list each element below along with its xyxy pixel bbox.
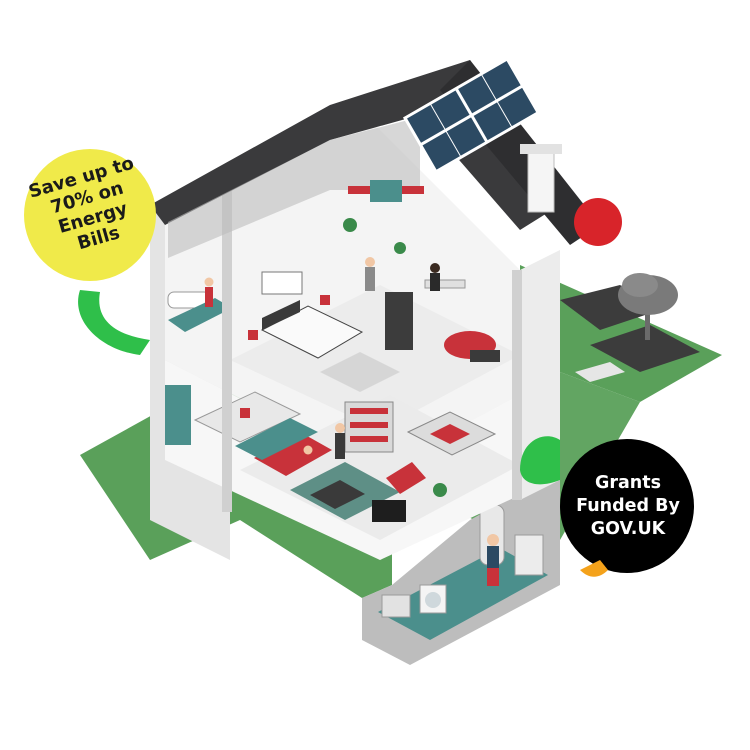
wall-art-icon xyxy=(261,271,303,295)
washer-door xyxy=(425,592,441,608)
table-runner xyxy=(430,424,470,444)
grants-line-3: GOV.UK xyxy=(590,519,666,539)
floor-upper xyxy=(230,285,520,430)
bathroom-floor xyxy=(168,298,232,332)
green-swoosh-icon xyxy=(78,290,150,355)
lamp-icon xyxy=(320,295,330,305)
kitchen-floor xyxy=(235,418,318,460)
duct-pipe xyxy=(402,186,424,194)
ventilation-unit-icon xyxy=(370,180,402,202)
plant-icon xyxy=(343,218,357,232)
chimney-cap xyxy=(520,144,562,154)
wall-column xyxy=(512,270,522,500)
solar-panel-icon xyxy=(402,56,541,174)
books xyxy=(350,422,388,428)
armchair-icon xyxy=(386,462,426,494)
worker-body xyxy=(487,546,499,568)
wardrobe-icon xyxy=(385,292,413,350)
grants-badge-text: Grants Funded By GOV.UK xyxy=(562,472,694,541)
grants-line-1: Grants xyxy=(594,473,662,493)
duct-pipe xyxy=(348,186,370,194)
person-head xyxy=(365,257,375,267)
savings-badge xyxy=(24,149,156,281)
garden-plot xyxy=(590,325,700,372)
lamp-icon xyxy=(248,330,258,340)
grants-line-2: Funded By xyxy=(576,496,680,516)
person-head xyxy=(303,445,313,455)
person-body xyxy=(365,267,375,291)
kettle-icon xyxy=(240,408,250,418)
tv-icon xyxy=(372,500,406,522)
person-head xyxy=(430,263,440,273)
side-table-icon xyxy=(470,350,500,362)
person-body xyxy=(205,287,213,307)
plant-icon xyxy=(433,483,447,497)
boiler-icon xyxy=(514,534,544,576)
person-head xyxy=(335,423,345,433)
person-body xyxy=(335,433,345,459)
worker-legs xyxy=(487,568,499,586)
sink-icon xyxy=(381,594,411,618)
plant-icon xyxy=(394,242,406,254)
sofa-icon xyxy=(254,432,332,476)
red-accent-circle xyxy=(574,198,622,246)
tree-trunk-icon xyxy=(645,300,650,340)
desk-icon xyxy=(424,279,466,289)
grants-badge xyxy=(560,439,694,573)
rug-icon xyxy=(320,352,400,392)
patio-bench xyxy=(575,362,625,382)
coffee-table-icon xyxy=(310,480,365,509)
green-leaf-icon xyxy=(520,436,560,485)
wall-column xyxy=(222,172,232,512)
chimney-icon xyxy=(527,149,555,213)
books xyxy=(350,436,388,442)
fridge-icon xyxy=(165,385,191,445)
tree-canopy xyxy=(622,273,658,297)
bed-headboard xyxy=(262,300,300,330)
worker-head xyxy=(487,534,499,546)
person-head xyxy=(204,277,214,287)
books xyxy=(350,408,388,414)
basement-floor xyxy=(378,548,548,640)
attic-beams xyxy=(168,117,420,258)
orange-accent-icon xyxy=(580,560,608,577)
person-body xyxy=(430,273,440,291)
